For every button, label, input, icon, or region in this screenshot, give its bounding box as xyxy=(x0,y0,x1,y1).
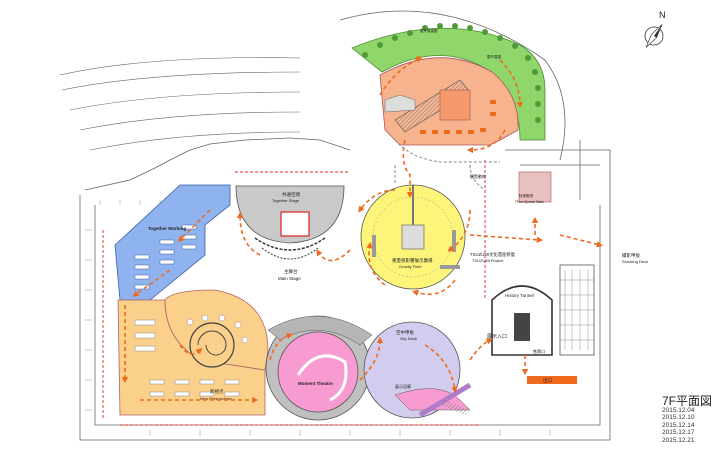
gravity-en-label: Gravity Field xyxy=(399,264,421,269)
boundary-lines xyxy=(102,160,486,426)
exhibit-tables xyxy=(134,314,249,397)
gravity-side-panels xyxy=(372,230,460,269)
plan-title: 7F平面図 xyxy=(662,394,713,408)
inner-spiral xyxy=(197,330,227,356)
outdoor-terrace-zone xyxy=(351,27,546,141)
special-sales-en-label: 7Fxxx Special Sales xyxy=(515,200,544,204)
ticket-label: 售票口 xyxy=(533,348,545,354)
history-tunnel-label: History Tunnel xyxy=(505,293,534,298)
exit-counter xyxy=(527,376,577,384)
revision-dates: 2015.12.04 2015.12.10 2015.12.14 2015.12… xyxy=(662,407,695,444)
stage-en-label: Together Stage xyxy=(272,198,300,203)
sky-deck-stripes xyxy=(440,400,470,415)
main-stage-jp-label: 主舞台 xyxy=(284,268,298,275)
top-note-label: 屋外展望廊 xyxy=(420,28,438,33)
inner-round-room xyxy=(189,322,235,368)
top-inner-room xyxy=(439,89,471,121)
together-working-desks xyxy=(134,224,197,290)
together-working-label: Together Working xyxy=(148,226,186,231)
stage-screen xyxy=(280,211,310,237)
revision-date: 2015.12.21 xyxy=(662,436,695,444)
compass-icon xyxy=(644,24,664,48)
flow-label: 観覧動線 xyxy=(470,173,486,179)
north-label: N xyxy=(659,10,666,20)
moment-theatre-label: Moment Theatre xyxy=(298,381,333,386)
moment-theatre-zone xyxy=(277,331,359,413)
entrance-label: 展示入口 xyxy=(487,334,507,340)
revision-date: 2015.12.17 xyxy=(662,429,695,437)
gravity-center-model xyxy=(401,224,425,250)
new-perspectives-en-label: New Perspectives xyxy=(200,396,232,401)
theatre-ring-top xyxy=(267,315,373,346)
history-tunnel-core xyxy=(514,313,530,341)
stage-arc xyxy=(254,237,326,251)
stage-jp-label: 共通空間 xyxy=(282,191,300,198)
gravity-jp-label: 重量感影響展示廣場 xyxy=(392,257,433,264)
revision-date: 2015.12.14 xyxy=(662,421,695,429)
escalator-steps xyxy=(560,270,594,350)
special-sales-room xyxy=(518,171,552,203)
theatre-seating-arc xyxy=(296,354,348,402)
revision-date: 2015.12.04 xyxy=(662,407,695,414)
gallery-label: 展示回廊 xyxy=(395,383,411,389)
visitor-flow-arrows xyxy=(121,56,604,404)
top-display-boxes xyxy=(420,100,496,134)
tsuzumi-jp-label: TSUZUMI文化遺産修復 xyxy=(470,251,516,258)
shooting-deck-jp-label: 撮影甲板 xyxy=(622,252,640,259)
new-perspectives-jp-label: 新視点 xyxy=(210,388,224,395)
sky-deck-en-label: Sky Deck xyxy=(400,336,417,341)
top-platform xyxy=(384,94,416,113)
main-stage-en-label: Main Stage xyxy=(278,276,301,281)
revision-date: 2015.12.10 xyxy=(662,414,695,422)
exit-label: 出口 xyxy=(543,377,552,384)
wall-ticks xyxy=(85,200,551,436)
special-sales-jp-label: 特別販売 xyxy=(519,193,534,198)
sky-deck-jp-label: 空中甲板 xyxy=(396,329,414,336)
terrace-trees xyxy=(362,23,541,123)
tsuzumi-en-label: TSUZUMI Project xyxy=(472,258,504,263)
outdoor-label: 屋外展望 xyxy=(487,54,501,59)
circulation-dashes xyxy=(394,139,500,191)
shooting-deck-en-label: Shooting Deck xyxy=(622,259,648,264)
